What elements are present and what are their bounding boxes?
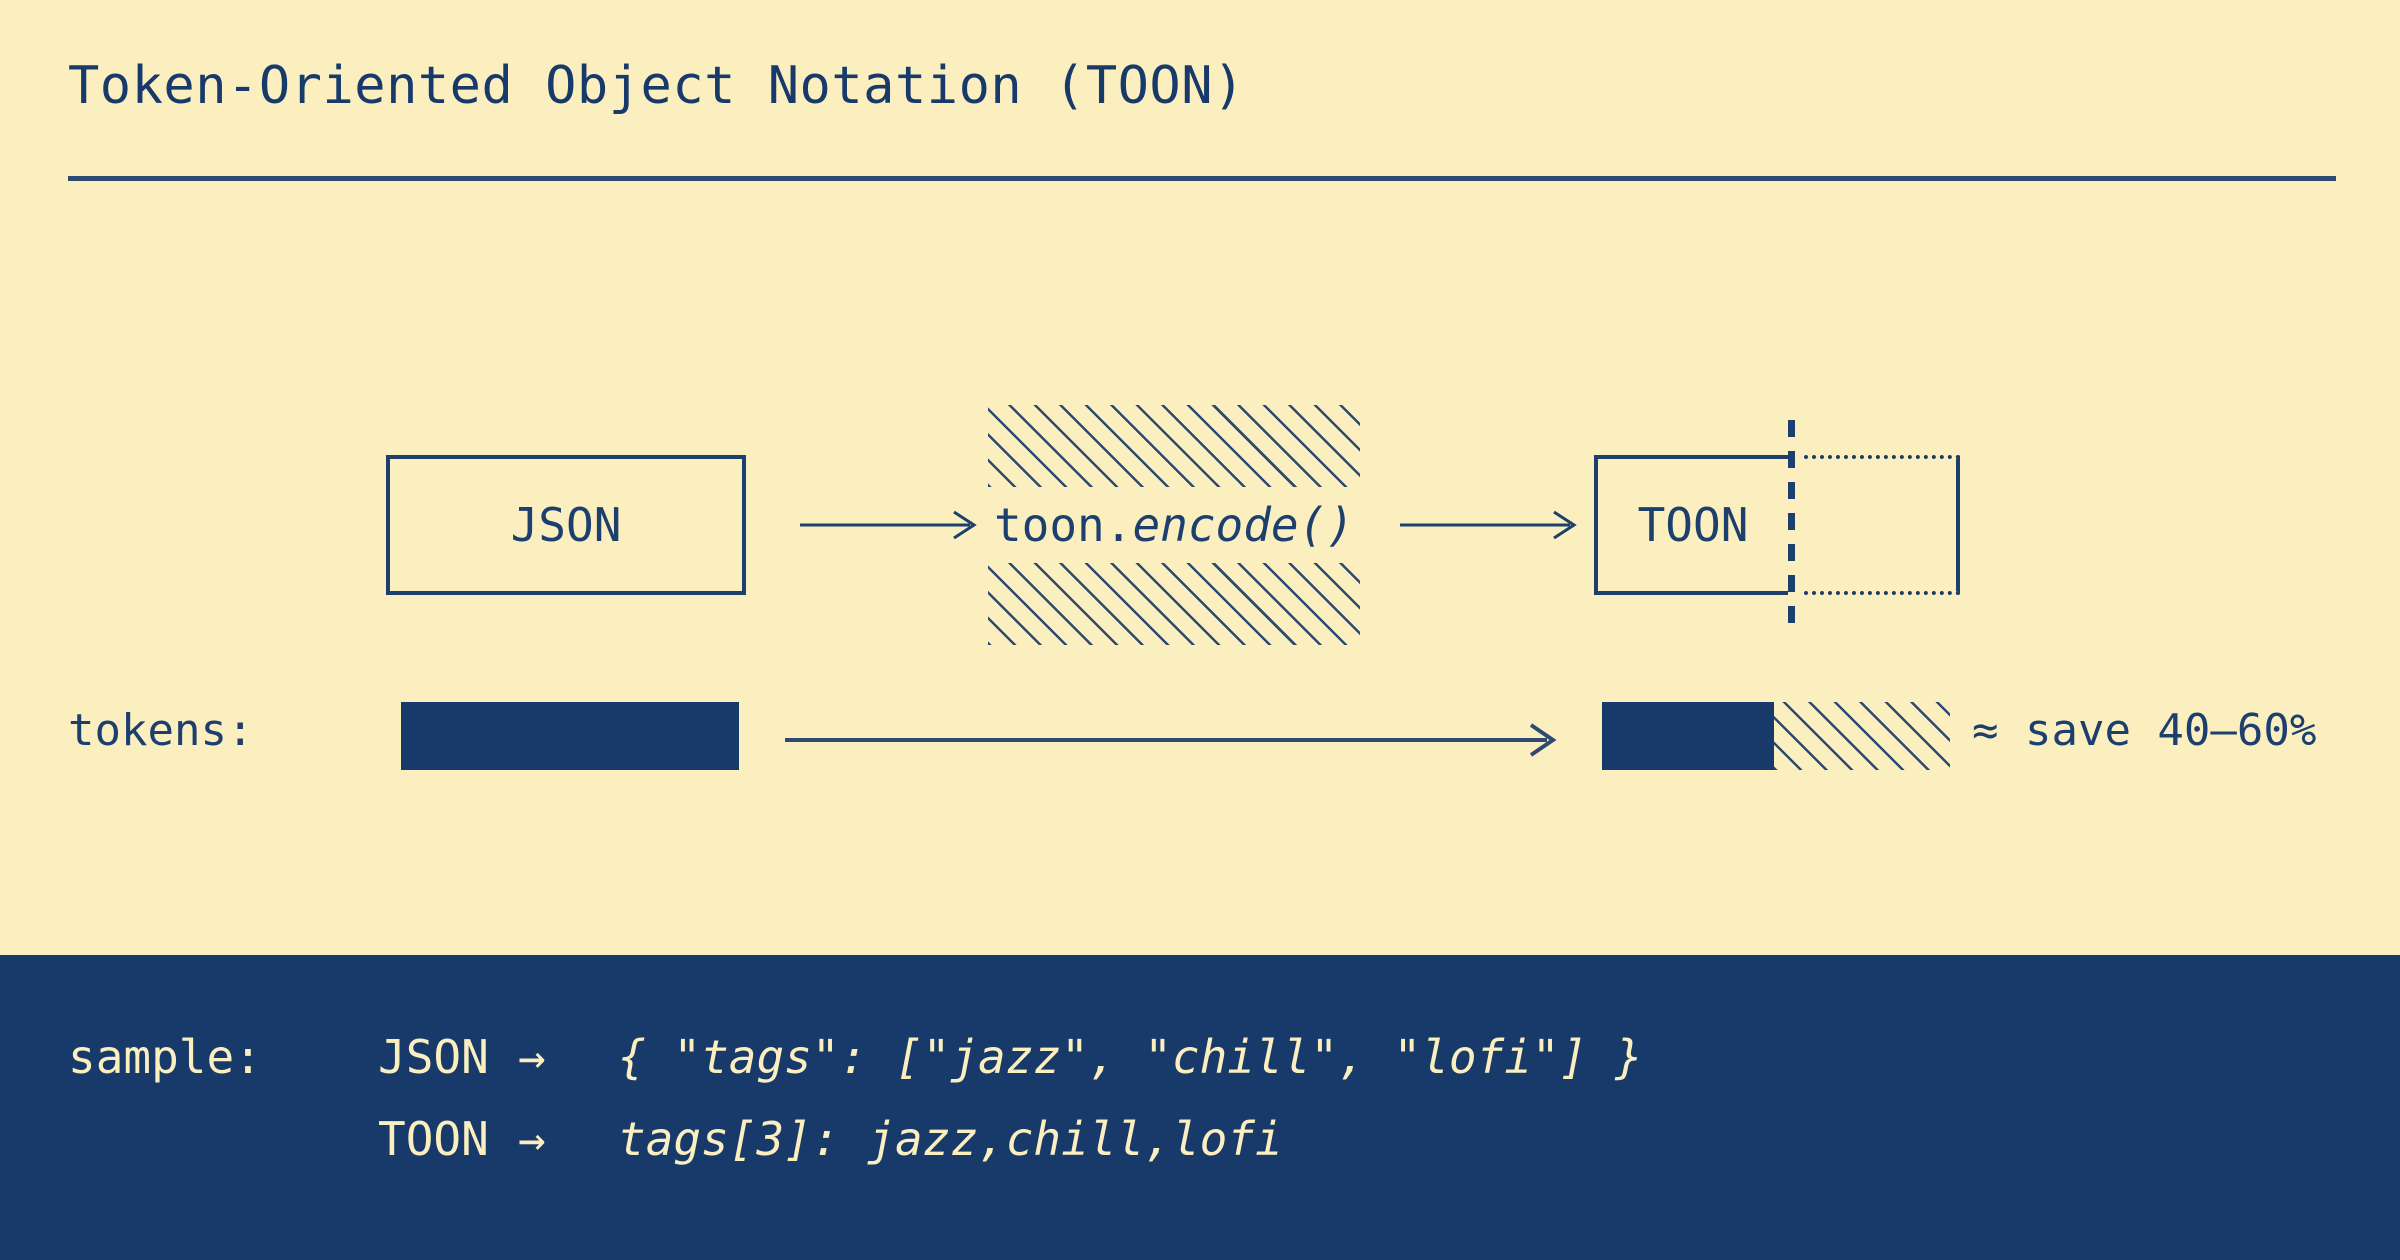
- tokens-row-label: tokens:: [68, 705, 254, 756]
- title-divider: [68, 176, 2336, 181]
- arrow-encode-to-toon: [1400, 510, 1577, 540]
- toon-target-box: TOON: [1594, 420, 1960, 632]
- token-bar-toon-used: [1602, 702, 1774, 770]
- sample-arrow-json: →: [518, 1030, 546, 1084]
- sample-row-toon: TOON → tags[3]: jazz,chill,lofi: [68, 1112, 1283, 1166]
- token-bar-json: [401, 702, 739, 770]
- sample-format-json: JSON: [378, 1030, 489, 1084]
- toon-boundary-divider: [1788, 420, 1795, 632]
- token-bar-toon: [1602, 702, 1950, 770]
- hatch-pattern-bottom: [988, 563, 1360, 645]
- encode-namespace: toon.: [993, 498, 1133, 552]
- toon-target-label: TOON: [1637, 498, 1749, 552]
- page-title: Token-Oriented Object Notation (TOON): [68, 56, 1245, 116]
- hatch-pattern-top: [988, 405, 1360, 487]
- sample-code-json: { "tags": ["jazz", "chill", "lofi"] }: [618, 1030, 1643, 1084]
- json-source-box: JSON: [386, 455, 746, 595]
- toon-occupied-region: TOON: [1594, 455, 1788, 595]
- encode-function: encode(): [1132, 498, 1355, 552]
- arrow-json-to-encode: [800, 510, 977, 540]
- encode-transform-block: toon.encode(): [988, 405, 1360, 645]
- arrow-token-comparison: [785, 723, 1557, 757]
- toon-saved-region: [1804, 455, 1960, 595]
- token-bar-toon-saved: [1774, 702, 1950, 770]
- sample-band: [0, 955, 2400, 1260]
- encode-label: toon.encode(): [988, 487, 1360, 563]
- savings-note: ≈ save 40–60%: [1972, 705, 2317, 756]
- sample-row-json: sample: JSON → { "tags": ["jazz", "chill", …: [68, 1030, 1643, 1084]
- json-source-label: JSON: [510, 498, 622, 552]
- sample-code-toon: tags[3]: jazz,chill,lofi: [618, 1112, 1283, 1166]
- sample-format-toon: TOON: [378, 1112, 489, 1166]
- sample-arrow-toon: →: [518, 1112, 546, 1166]
- sample-row-label: sample:: [68, 1030, 262, 1084]
